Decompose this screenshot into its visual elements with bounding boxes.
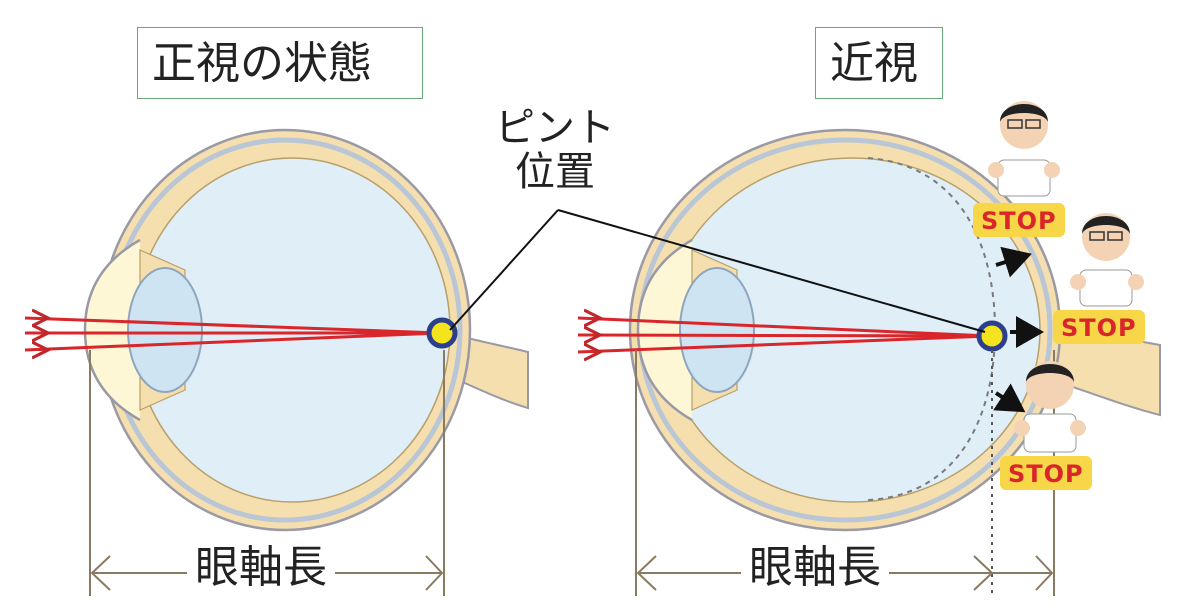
stop-sign-middle: STOP xyxy=(1053,310,1145,345)
myopia-eye xyxy=(577,128,1161,532)
normal-eye xyxy=(24,128,529,532)
callout-line-1: ピント xyxy=(495,105,615,151)
axis-length-label-myopia: 眼軸長 xyxy=(741,546,889,590)
axis-length-label-normal: 眼軸長 xyxy=(187,546,335,590)
doctor-figure-top xyxy=(988,101,1060,197)
focus-point-myopia xyxy=(976,320,1008,352)
title-myopia: 近視 xyxy=(815,27,943,99)
title-normal-state: 正視の状態 xyxy=(137,27,423,99)
focus-point-normal xyxy=(426,317,458,349)
doctor-figure-middle xyxy=(1070,213,1144,307)
callout-line-2: 位置 xyxy=(515,149,595,195)
callout-lines xyxy=(449,209,986,333)
stop-sign-bottom: STOP xyxy=(1000,456,1092,491)
stop-sign-top: STOP xyxy=(973,203,1065,238)
doctor-figure-bottom xyxy=(1014,361,1086,453)
focus-position-callout: ピント 位置 xyxy=(485,106,625,194)
